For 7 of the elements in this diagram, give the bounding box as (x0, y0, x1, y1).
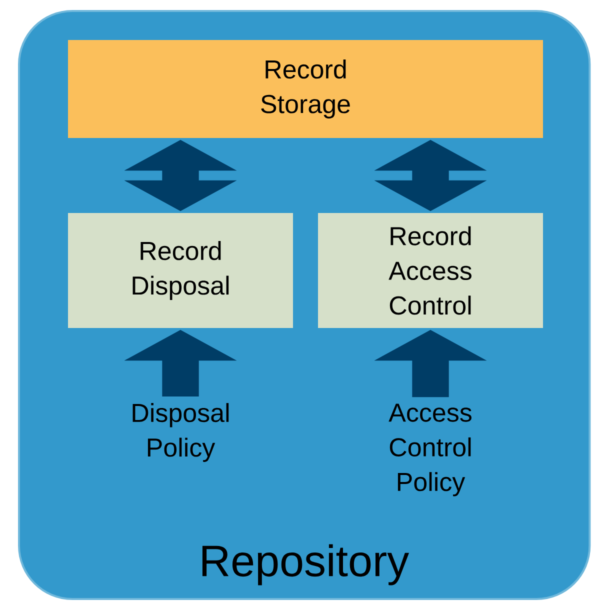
arrow (374, 140, 487, 212)
node-label: Access Control Policy (388, 404, 472, 496)
node-label: Disposal Policy (132, 403, 229, 462)
process-box: Record Storage (68, 40, 543, 138)
process-box: Record Disposal (68, 213, 293, 328)
process-box: Record Access Control (318, 213, 543, 328)
arrow (124, 140, 237, 212)
